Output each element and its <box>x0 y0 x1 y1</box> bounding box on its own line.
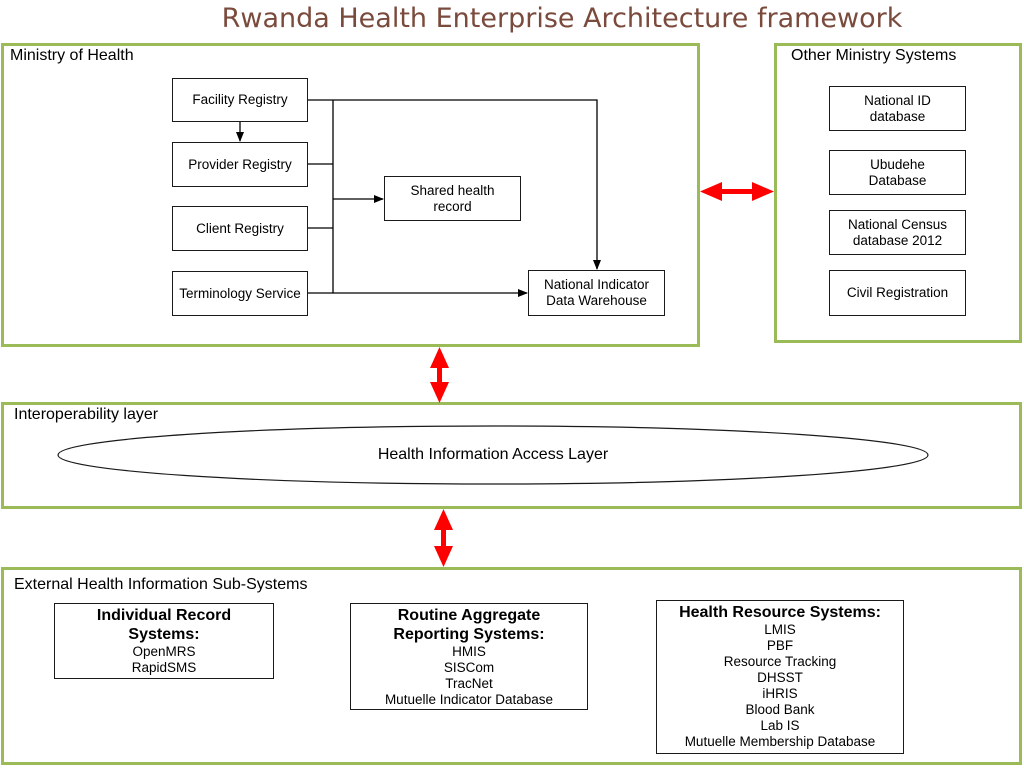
list-item: SISCom <box>443 660 495 675</box>
facility-registry-box: Facility Registry <box>172 78 308 122</box>
health-resource-systems-title: Health Resource Systems: <box>679 604 881 621</box>
client-registry-box: Client Registry <box>172 206 308 251</box>
list-item: Mutuelle Indicator Database <box>384 692 554 707</box>
list-item: OpenMRS <box>132 644 196 659</box>
national-census-database-box: National Census database 2012 <box>829 210 966 255</box>
national-id-database-box: National ID database <box>829 86 966 131</box>
list-item: RapidSMS <box>131 660 197 675</box>
civil-registration-box: Civil Registration <box>829 270 966 316</box>
health-information-access-layer-ellipse <box>57 425 929 485</box>
interoperability-layer-label: Interoperability layer <box>14 406 159 423</box>
list-item: Blood Bank <box>745 702 815 717</box>
list-item: Lab IS <box>760 718 800 733</box>
terminology-service-box: Terminology Service <box>172 271 308 316</box>
health-information-access-layer-label: Health Information Access Layer <box>377 446 609 463</box>
external-sub-systems-label: External Health Information Sub-Systems <box>14 576 308 593</box>
ministry-exchange-red-arrow <box>700 182 774 201</box>
list-item: iHRIS <box>762 686 798 701</box>
list-item: Mutuelle Membership Database <box>684 734 876 749</box>
facility-to-warehouse-arrow <box>333 99 601 270</box>
individual-record-systems-box: Individual Record Systems: OpenMRS Rapid… <box>54 603 274 679</box>
page-title: Rwanda Health Enterprise Architecture fr… <box>221 3 903 34</box>
other-ministry-systems-label: Other Ministry Systems <box>791 47 957 64</box>
health-resource-systems-box: Health Resource Systems: LMIS PBF Resour… <box>656 600 904 754</box>
ministry-interop-red-arrow <box>430 347 449 403</box>
list-item: LMIS <box>764 622 796 637</box>
list-item: TracNet <box>445 676 493 691</box>
list-item: PBF <box>766 638 794 653</box>
provider-registry-box: Provider Registry <box>172 142 308 187</box>
ministry-of-health-label: Ministry of Health <box>10 47 134 64</box>
ubudehe-database-box: Ubudehe Database <box>829 150 966 195</box>
national-indicator-data-warehouse-box: National Indicator Data Warehouse <box>528 270 665 316</box>
list-item: Resource Tracking <box>723 654 837 669</box>
list-item: DHSST <box>757 670 803 685</box>
individual-record-systems-title: Individual Record Systems: <box>96 607 232 643</box>
routine-aggregate-reporting-systems-title: Routine Aggregate Reporting Systems: <box>393 607 545 643</box>
interop-external-red-arrow <box>434 509 453 567</box>
shared-health-record-box: Shared health record <box>384 176 521 221</box>
routine-aggregate-reporting-systems-box: Routine Aggregate Reporting Systems: HMI… <box>350 603 588 710</box>
list-item: HMIS <box>452 644 486 659</box>
